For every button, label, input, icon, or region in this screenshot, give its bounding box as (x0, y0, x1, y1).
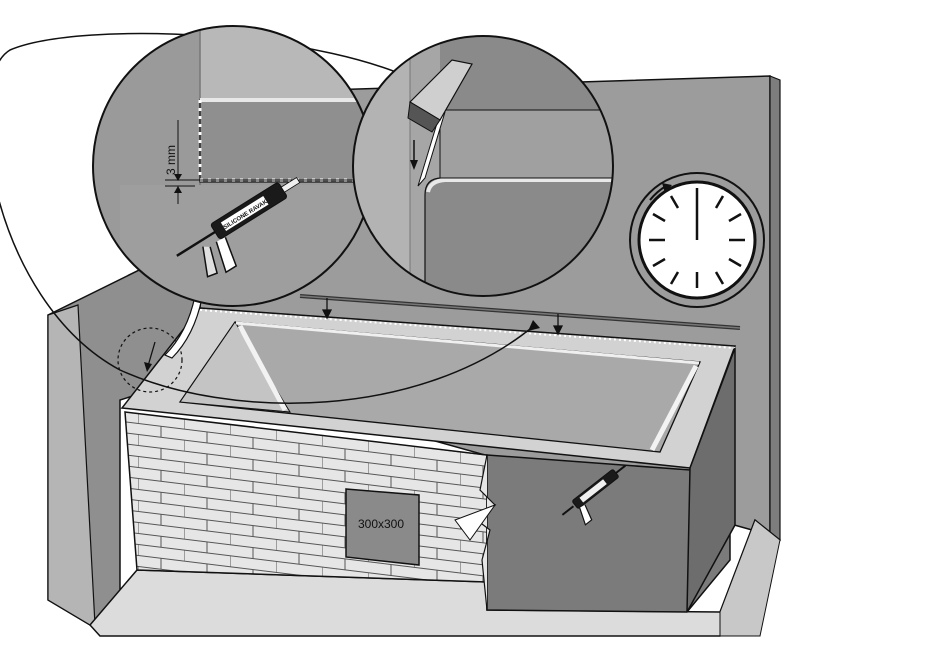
inspection-hatch: 300x300 (346, 489, 419, 565)
inspection-hatch-label: 300x300 (358, 517, 404, 531)
right-wall-edge (770, 76, 780, 540)
gap-dimension-label: 3 mm (164, 145, 178, 175)
clock-icon (630, 173, 764, 307)
